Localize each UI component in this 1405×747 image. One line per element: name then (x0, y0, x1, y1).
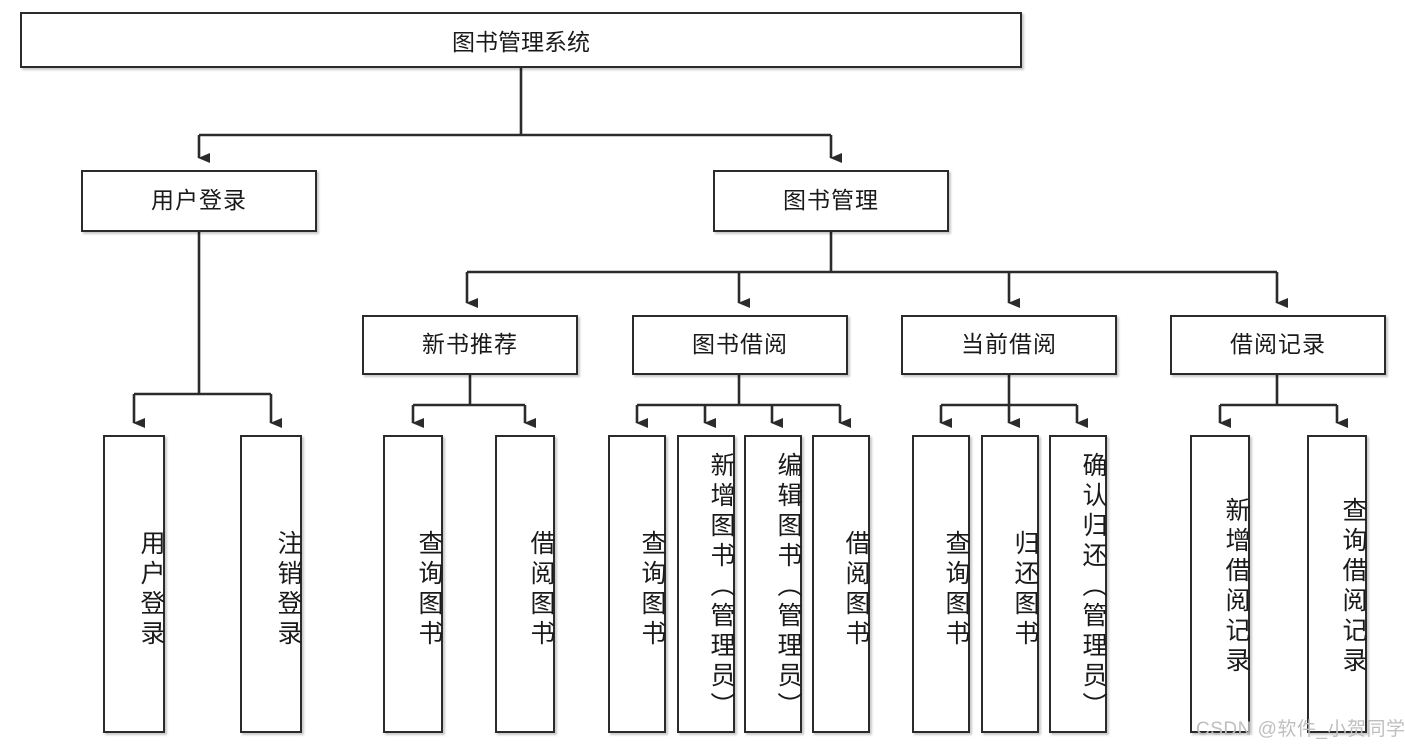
node-borrow-record[interactable]: 借阅记录 (1170, 315, 1386, 375)
leaf-user-login[interactable]: 用户登录 (103, 435, 165, 733)
node-book-management[interactable]: 图书管理 (713, 170, 949, 232)
leaf-query-book-borrow[interactable]: 查询图书 (608, 435, 666, 733)
node-user-login[interactable]: 用户登录 (81, 170, 317, 232)
leaf-query-book-borrow-label: 查询图书 (638, 530, 666, 650)
node-user-login-label: 用户登录 (151, 187, 247, 214)
leaf-query-book-recommend[interactable]: 查询图书 (383, 435, 443, 733)
leaf-borrow-book-borrow-label: 借阅图书 (842, 530, 870, 650)
leaf-query-book-recommend-label: 查询图书 (415, 530, 443, 650)
leaf-query-borrow-record-label: 查询借阅记录 (1339, 497, 1367, 677)
leaf-add-book-admin[interactable]: 新增图书（管理员） (677, 435, 735, 733)
leaf-edit-book-admin[interactable]: 编辑图书（管理员） (744, 435, 802, 733)
leaf-confirm-return-admin-label: 确认归还（管理员） (1079, 452, 1107, 722)
leaf-return-book-label: 归还图书 (1011, 530, 1039, 650)
node-root-label: 图书管理系统 (452, 29, 590, 55)
leaf-edit-book-admin-label: 编辑图书（管理员） (774, 452, 802, 722)
leaf-logout[interactable]: 注销登录 (240, 435, 302, 733)
leaf-add-book-admin-label: 新增图书（管理员） (707, 452, 735, 722)
leaf-add-borrow-record[interactable]: 新增借阅记录 (1190, 435, 1250, 733)
node-new-book-recommend[interactable]: 新书推荐 (362, 315, 578, 375)
node-book-borrow-label: 图书借阅 (692, 331, 788, 358)
leaf-borrow-book-borrow[interactable]: 借阅图书 (812, 435, 870, 733)
leaf-confirm-return-admin[interactable]: 确认归还（管理员） (1049, 435, 1107, 733)
node-root[interactable]: 图书管理系统 (20, 12, 1022, 68)
leaf-borrow-book-recommend-label: 借阅图书 (527, 530, 555, 650)
leaf-logout-label: 注销登录 (274, 530, 302, 650)
node-current-borrow-label: 当前借阅 (961, 331, 1057, 358)
leaf-return-book[interactable]: 归还图书 (981, 435, 1039, 733)
node-new-book-recommend-label: 新书推荐 (422, 331, 518, 358)
node-book-management-label: 图书管理 (783, 187, 879, 214)
leaf-borrow-book-recommend[interactable]: 借阅图书 (495, 435, 555, 733)
node-borrow-record-label: 借阅记录 (1230, 331, 1326, 358)
leaf-query-borrow-record[interactable]: 查询借阅记录 (1307, 435, 1367, 733)
node-book-borrow[interactable]: 图书借阅 (632, 315, 848, 375)
leaf-add-borrow-record-label: 新增借阅记录 (1222, 497, 1250, 677)
node-current-borrow[interactable]: 当前借阅 (901, 315, 1117, 375)
leaf-query-book-current[interactable]: 查询图书 (912, 435, 970, 733)
leaf-query-book-current-label: 查询图书 (942, 530, 970, 650)
leaf-user-login-label: 用户登录 (137, 530, 165, 650)
